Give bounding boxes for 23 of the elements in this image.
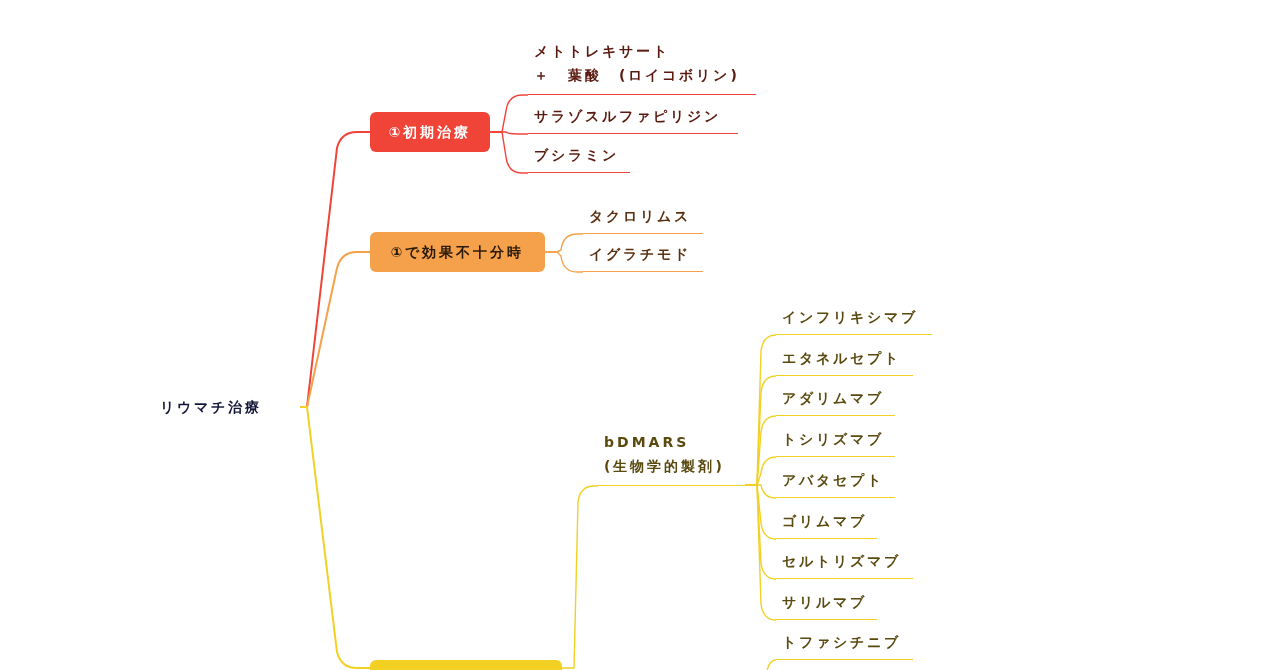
branch-label: トシリズマブ [776, 427, 895, 457]
branch-label: ブシラミン [528, 143, 630, 173]
topic-box: ①で効果不十分時 [370, 232, 545, 272]
branch-line [544, 251, 584, 273]
branch-line [299, 406, 371, 669]
branch-label: インフリキシマブ [776, 305, 932, 335]
branch-label: タクロリムス [583, 204, 703, 234]
branch-label: サラゾスルファピリジン [528, 104, 738, 134]
branch-label: メトトレキサート＋ 葉酸 (ロイコボリン) [528, 39, 756, 95]
branch-label: ゴリムマブ [776, 509, 877, 539]
branch-line [561, 485, 599, 669]
branch-label: アバタセプト [776, 468, 895, 498]
branch-line [489, 131, 529, 174]
branch-label: セルトリズマブ [776, 549, 913, 579]
branch-line [744, 484, 777, 621]
branch-label: bDMARS (生物学的製剤) [598, 430, 745, 486]
root-topic: リウマチ治療 [160, 395, 300, 419]
branch-label: イグラチモド [583, 242, 703, 272]
branch-label: アダリムマブ [776, 386, 895, 416]
branch-label: サリルマブ [776, 590, 877, 620]
branch-label: エタネルセプト [776, 346, 913, 376]
branch-label: トファシチニブ [776, 630, 913, 660]
topic-box: ①初期治療 [370, 112, 490, 152]
